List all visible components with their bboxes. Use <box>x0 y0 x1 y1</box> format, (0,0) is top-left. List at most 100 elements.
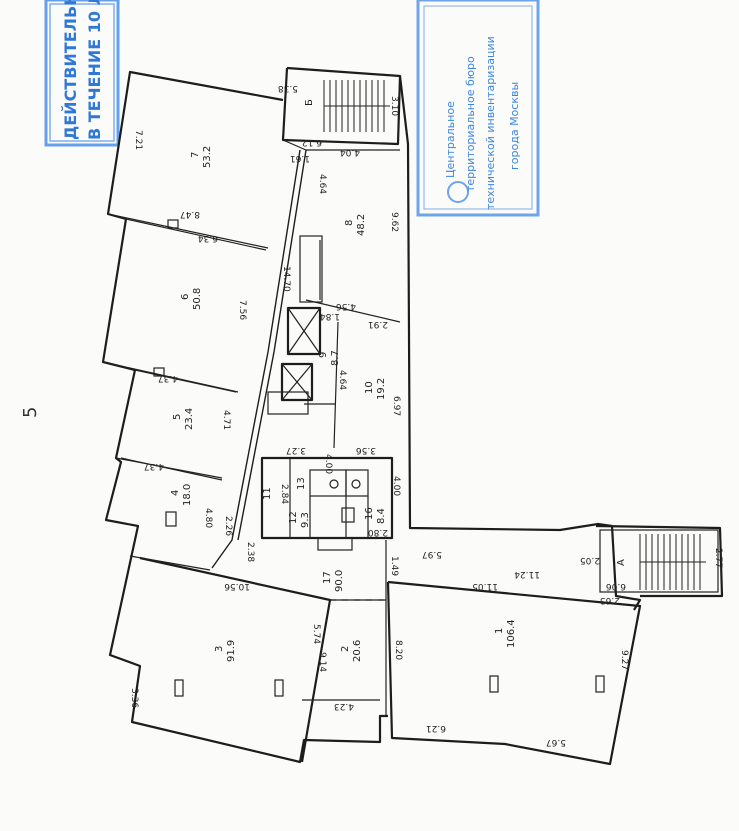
dim-label: 9.62 <box>389 212 399 232</box>
room-13-num: 13 <box>296 477 307 490</box>
room-7-num: 7 <box>190 152 201 158</box>
dim-label: 4.64 <box>337 370 347 390</box>
room-17-num: 17 <box>322 571 333 584</box>
room-4-area: 18.0 <box>182 484 193 506</box>
room-2-num: 2 <box>340 646 351 652</box>
room-6-area: 50.8 <box>192 288 203 310</box>
stamp-right-line2: территориальное бюро <box>464 56 477 192</box>
stamp-right: Центральное территориальное бюро техниче… <box>416 0 540 217</box>
room-10-num: 10 <box>364 381 375 394</box>
room-3-num: 3 <box>214 646 225 652</box>
stair-a: А <box>616 534 706 590</box>
dim-label: 6.21 <box>426 723 446 733</box>
room-8-area: 48.2 <box>356 214 367 236</box>
dim-label: 6.34 <box>198 233 218 243</box>
room-9-num: 9 <box>318 352 329 358</box>
stair-b: Б <box>304 80 390 132</box>
room-7: 7 53.2 <box>190 146 213 168</box>
dim-label: 6.97 <box>391 396 401 416</box>
dim-label: 4.71 <box>221 410 231 430</box>
room-6: 6 50.8 <box>180 288 203 310</box>
dim-label: 3.56 <box>356 445 376 455</box>
dim-label: 8.20 <box>393 640 403 660</box>
dim-label: 2.77 <box>713 548 723 568</box>
dim-label: 7.56 <box>237 300 247 320</box>
dim-label: 3.36 <box>129 688 139 708</box>
dim-label: 1.84 <box>320 311 340 321</box>
room-4-num: 4 <box>170 490 181 496</box>
dim-label: 4.64 <box>317 174 327 194</box>
stamp-left-line1: ДЕЙСТВИТЕЛЬН <box>61 0 80 140</box>
dim-label: 11.05 <box>472 581 498 591</box>
room-16-area: 8.4 <box>376 508 387 524</box>
room-8: 8 48.2 <box>344 214 367 236</box>
dim-label: 4.04 <box>340 147 360 157</box>
dim-label: 1.49 <box>389 556 399 576</box>
room-9: 9 8.7 <box>318 350 341 366</box>
dim-label: 11.24 <box>514 569 540 579</box>
stair-b-label: Б <box>304 99 315 106</box>
room-1-num: 1 <box>494 628 505 634</box>
room-labels: 1 106.4 2 20.6 3 91.9 4 18.0 5 23.4 6 50… <box>170 146 517 662</box>
dim-label: 1.61 <box>290 153 310 163</box>
dim-label: 2.63 <box>600 595 620 605</box>
dim-label: 9.27 <box>619 650 629 670</box>
dimension-labels: 5.38 6.12 3.10 4.04 7.21 1.61 4.64 9.62 … <box>129 83 723 747</box>
room-5: 5 23.4 <box>172 408 195 430</box>
stamp-left: ДЕЙСТВИТЕЛЬН В ТЕЧЕНИЕ 10 Л <box>44 0 120 147</box>
room-13: 13 <box>296 477 307 490</box>
dim-label: 2.38 <box>245 542 255 562</box>
dim-label: 4.56 <box>336 301 356 311</box>
dim-label: 4.00 <box>391 476 401 496</box>
dim-label: 4.23 <box>334 701 354 711</box>
room-8-num: 8 <box>344 220 355 226</box>
room-3-area: 91.9 <box>226 640 237 662</box>
room-2-area: 20.6 <box>352 640 363 662</box>
dim-label: 10.56 <box>224 581 250 591</box>
dim-label: 5.38 <box>278 83 298 93</box>
room-11: 11 <box>262 487 273 500</box>
room-5-area: 23.4 <box>184 408 195 430</box>
dim-label: 5.67 <box>546 737 566 747</box>
dim-label: 7.21 <box>133 130 143 150</box>
stair-a-label: А <box>616 559 627 566</box>
dim-label: 4.00 <box>323 454 333 474</box>
room-7-area: 53.2 <box>202 146 213 168</box>
stamp-right-line1: Центральное <box>444 101 457 178</box>
room-1-area: 106.4 <box>506 619 517 648</box>
room-1: 1 106.4 <box>494 619 517 648</box>
partitions <box>102 139 605 697</box>
room-16-num: 16 <box>364 507 375 520</box>
room-16: 16 8.4 <box>364 507 387 524</box>
room-12: 12 9.3 <box>288 511 311 528</box>
room-3: 3 91.9 <box>214 640 237 662</box>
dim-label: 4.80 <box>203 508 213 528</box>
room-2: 2 20.6 <box>340 640 363 662</box>
dim-label: 5.74 <box>311 624 321 644</box>
room-12-num: 12 <box>288 511 299 524</box>
dim-label: 4.37 <box>158 373 178 383</box>
stamp-right-line4: города Москвы <box>508 82 521 170</box>
dim-label: 2.84 <box>279 484 289 504</box>
dim-label: 14.70 <box>281 266 291 292</box>
room-9-area: 8.7 <box>330 350 341 366</box>
room-6-num: 6 <box>180 294 191 300</box>
dim-label: 2.91 <box>368 319 388 329</box>
dim-label: 5.97 <box>422 549 442 559</box>
dim-label: 3.27 <box>286 445 306 455</box>
dim-label: 6.12 <box>302 137 322 147</box>
dim-label: 9.14 <box>317 652 327 672</box>
dim-label: 2.26 <box>223 516 233 536</box>
room-10-area: 19.2 <box>376 378 387 400</box>
room-11-num: 11 <box>262 487 273 500</box>
dim-label: 8.47 <box>180 209 200 219</box>
dim-label: 2.80 <box>368 527 388 537</box>
dim-label: 6.06 <box>606 581 626 591</box>
dim-label: 3.10 <box>389 96 399 116</box>
room-17-area: 90.0 <box>334 570 345 592</box>
dim-label: 4.37 <box>144 461 164 471</box>
room-17: 17 90.0 <box>322 570 345 592</box>
dim-label: 2.05 <box>580 555 600 565</box>
room-12-area: 9.3 <box>300 512 311 528</box>
